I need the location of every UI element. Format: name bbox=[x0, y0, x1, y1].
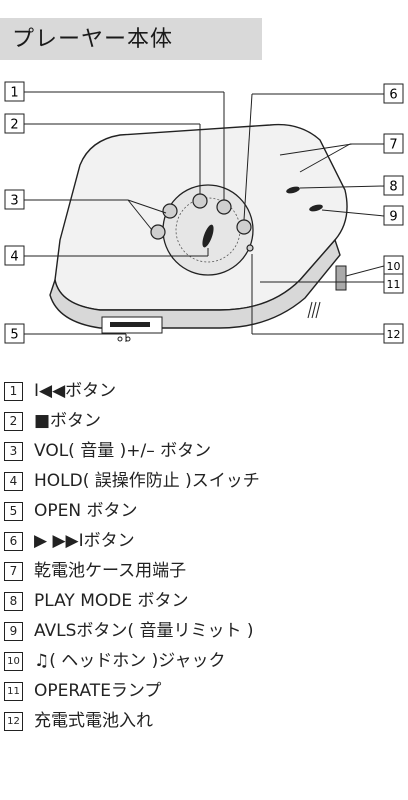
play-mode-button bbox=[286, 186, 300, 194]
hold-switch bbox=[202, 224, 214, 248]
legend-text: ▶ ▶▶Iボタン bbox=[34, 531, 135, 551]
callout-1 bbox=[4, 81, 25, 102]
headphone-jack bbox=[335, 265, 347, 291]
operate-lamp bbox=[246, 244, 254, 252]
player-diagram: 1 2 3 4 5 6 7 8 9 10 11 12 bbox=[4, 81, 404, 344]
legend-number: 2 bbox=[4, 411, 23, 431]
legend-number: 12 bbox=[4, 711, 23, 731]
svg-text:7: 7 bbox=[389, 138, 397, 153]
callout-3 bbox=[4, 189, 25, 210]
section-title: プレーヤー本体 bbox=[12, 27, 174, 52]
callout-6 bbox=[383, 83, 404, 104]
legend-text: ■ボタン bbox=[34, 411, 102, 431]
legend-text: ♫( ヘッドホン )ジャック bbox=[34, 651, 226, 671]
legend-text: OPEN ボタン bbox=[34, 501, 138, 521]
legend-text: AVLSボタン( 音量リミット ) bbox=[34, 621, 254, 641]
svg-text:11: 11 bbox=[387, 278, 401, 291]
svg-text:6: 6 bbox=[389, 88, 397, 103]
callout-5 bbox=[4, 323, 25, 344]
legend-number: 1 bbox=[4, 381, 23, 401]
legend-text: OPERATEランプ bbox=[34, 681, 162, 701]
legend-number: 5 bbox=[4, 501, 23, 521]
callout-12 bbox=[383, 323, 404, 344]
callout-8 bbox=[383, 175, 404, 196]
svg-text:12: 12 bbox=[387, 328, 401, 341]
legend-text: HOLD( 誤操作防止 )スイッチ bbox=[34, 471, 260, 491]
stop-button bbox=[192, 193, 208, 209]
legend-number: 10 bbox=[4, 651, 23, 671]
legend-text: VOL( 音量 )+/– ボタン bbox=[34, 441, 212, 461]
svg-text:4: 4 bbox=[10, 250, 18, 265]
legend-number: 9 bbox=[4, 621, 23, 641]
svg-text:9: 9 bbox=[389, 210, 397, 225]
svg-text:10: 10 bbox=[387, 260, 401, 273]
legend-text: PLAY MODE ボタン bbox=[34, 591, 189, 611]
svg-text:3: 3 bbox=[10, 194, 18, 209]
svg-text:8: 8 bbox=[389, 180, 397, 195]
callout-4 bbox=[4, 245, 25, 266]
avls-button bbox=[309, 204, 323, 212]
play-next-button bbox=[236, 219, 252, 235]
vol-plus-button bbox=[162, 203, 178, 219]
legend-text: 充電式電池入れ bbox=[34, 711, 153, 731]
legend-text: I◀◀ボタン bbox=[34, 381, 117, 401]
callout-7 bbox=[383, 133, 404, 154]
svg-text:2: 2 bbox=[10, 118, 18, 133]
svg-text:5: 5 bbox=[10, 328, 18, 343]
callout-2 bbox=[4, 113, 25, 134]
legend-number: 7 bbox=[4, 561, 23, 581]
legend-text: 乾電池ケース用端子 bbox=[34, 561, 187, 581]
legend-number: 8 bbox=[4, 591, 23, 611]
vol-minus-button bbox=[150, 224, 166, 240]
legend-number: 11 bbox=[4, 681, 23, 701]
svg-text:1: 1 bbox=[10, 86, 18, 101]
legend-number: 3 bbox=[4, 441, 23, 461]
callout-9 bbox=[383, 205, 404, 226]
prev-button bbox=[216, 199, 232, 215]
legend-number: 6 bbox=[4, 531, 23, 551]
callout-11 bbox=[383, 273, 404, 294]
legend-number: 4 bbox=[4, 471, 23, 491]
section-title-bar bbox=[0, 18, 262, 60]
